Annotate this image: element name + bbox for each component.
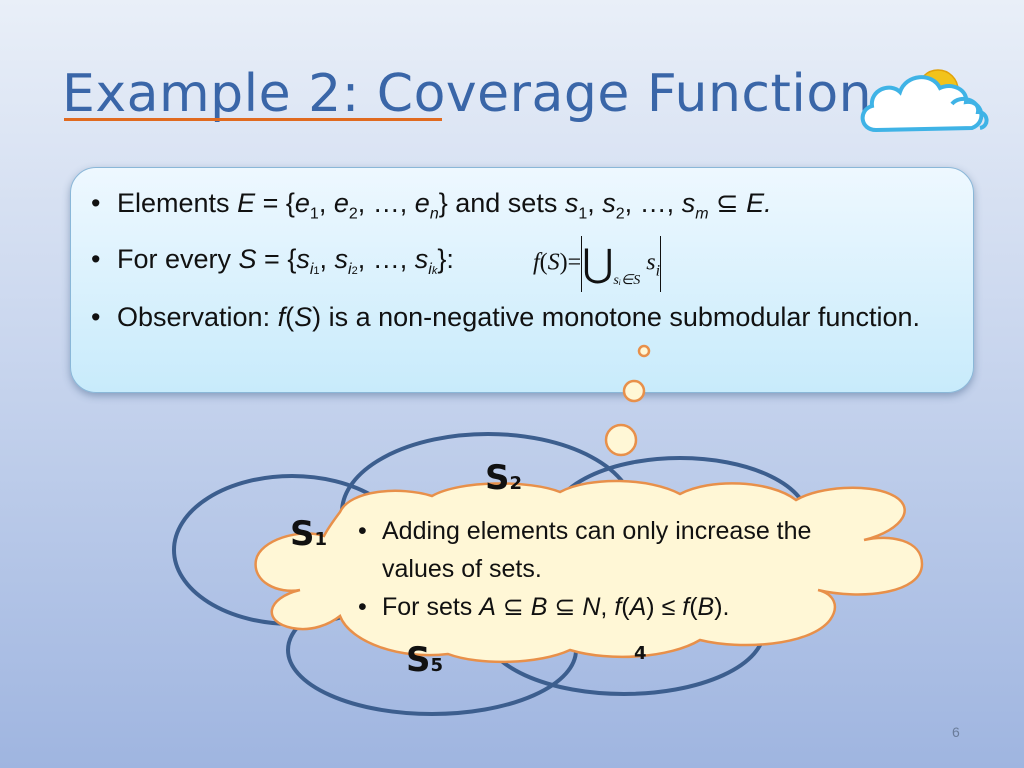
thought-dot-large bbox=[604, 423, 638, 457]
set-label-s2: S2 bbox=[485, 458, 523, 498]
definition-box: Elements E = {e1, e2, …, en} and sets s1… bbox=[70, 167, 974, 393]
callout-bullet-sets: For sets A ⊆ B ⊆ N, f(A) ≤ f(B). bbox=[354, 588, 824, 626]
definition-bullets: Elements E = {e1, e2, …, en} and sets s1… bbox=[89, 186, 949, 334]
page-number: 6 bbox=[952, 724, 960, 740]
set-label-s5: S5 bbox=[406, 640, 444, 680]
bullet-elements: Elements E = {e1, e2, …, en} and sets s1… bbox=[89, 186, 949, 242]
set-label-s4: 4 bbox=[634, 643, 647, 664]
bullet-for-every: For every S = {si1, si2, …, sik}: f(S)=⋃… bbox=[89, 236, 949, 300]
title-underline bbox=[64, 118, 442, 121]
callout-bullets: Adding elements can only increase the va… bbox=[354, 512, 824, 626]
slide-title: Example 2: Coverage Function bbox=[62, 64, 873, 124]
sun-behind-cloud-icon bbox=[860, 69, 989, 133]
callout-bullet-monotone: Adding elements can only increase the va… bbox=[354, 512, 824, 588]
set-label-s1: S1 bbox=[290, 514, 328, 554]
bullet-observation: Observation: f(S) is a non-negative mono… bbox=[89, 300, 949, 334]
thought-dot-small bbox=[637, 344, 651, 358]
thought-dot-medium bbox=[622, 379, 646, 403]
coverage-formula: f(S)=⋃sᵢ∈S si bbox=[533, 236, 662, 292]
